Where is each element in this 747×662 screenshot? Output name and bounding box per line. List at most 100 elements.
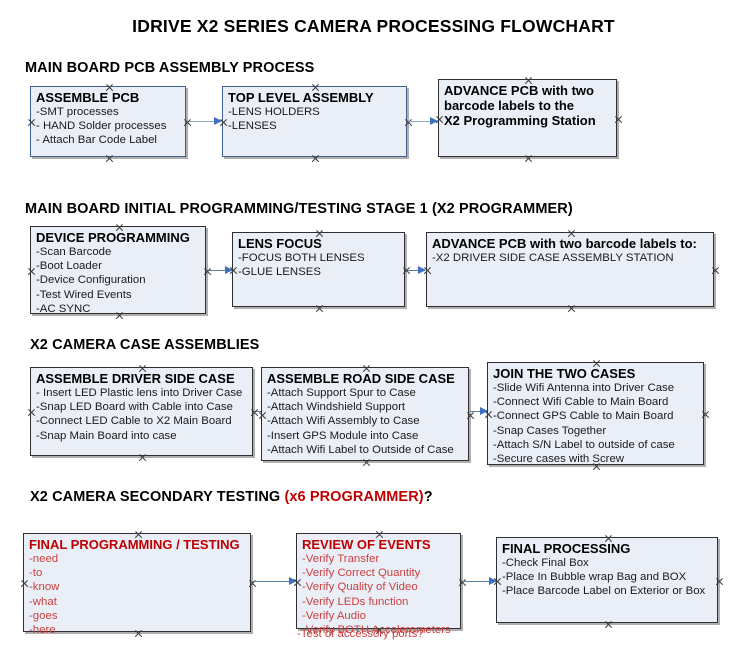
connector-assemble-pcb-to-top-level-assembly[interactable]	[189, 117, 222, 125]
arrowhead-icon	[489, 577, 497, 585]
resize-handle-left[interactable]	[27, 408, 36, 417]
node-line: -need	[29, 553, 59, 565]
node-line: -goes	[29, 609, 58, 622]
connector-line	[470, 411, 487, 413]
resize-handle-bottom[interactable]	[604, 620, 613, 629]
node-line: -Slide Wifi Antenna into Driver Case	[493, 382, 675, 394]
section-header-x2-camera-case-assemblies: X2 CAMERA CASE ASSEMBLIES	[30, 337, 260, 353]
resize-handle-right[interactable]	[715, 577, 724, 586]
node-line: -Attach S/N Label to outside of case	[493, 438, 675, 451]
node-line: - Attach Bar Code Label	[36, 134, 157, 147]
node-line: -LENS HOLDERS	[228, 106, 320, 118]
node-line: -Place Barcode Label on Exterior or Box	[502, 585, 706, 598]
connector-device-programming-to-lens-focus[interactable]	[209, 266, 233, 274]
node-join-the-two-cases[interactable]: JOIN THE TWO CASES -Slide Wifi Antenna i…	[487, 362, 704, 465]
node-line: -Attach Wifi Label to Outside of Case	[267, 443, 454, 456]
node-title-line2: barcode labels to the	[444, 98, 575, 113]
node-line: -Device Configuration	[36, 274, 146, 287]
resize-handle-left[interactable]	[27, 118, 36, 127]
section-header-suffix: ?	[423, 489, 433, 505]
section-header-accent: (x6 PROGRAMMER)	[284, 489, 424, 505]
resize-handle-right[interactable]	[711, 266, 720, 275]
node-lens-focus[interactable]: LENS FOCUS -FOCUS BOTH LENSES -GLUE LENS…	[232, 232, 405, 307]
node-title: FINAL PROGRAMMING / TESTING	[29, 537, 240, 552]
node-title: ADVANCE PCB with two barcode labels to:	[432, 236, 697, 251]
connector-line	[252, 581, 296, 583]
resize-handle-bottom[interactable]	[567, 304, 576, 313]
node-line: -Verify Quality of Video	[302, 581, 418, 594]
resize-handle-bottom[interactable]	[311, 154, 320, 163]
resize-handle-bottom[interactable]	[105, 154, 114, 163]
arrowhead-icon	[480, 407, 488, 415]
connector-line	[209, 270, 232, 272]
node-line: -SMT processes	[36, 106, 119, 118]
node-title: TOP LEVEL ASSEMBLY	[228, 90, 374, 105]
node-top-level-assembly[interactable]: TOP LEVEL ASSEMBLY -LENS HOLDERS -LENSES	[222, 86, 407, 157]
resize-handle-bottom[interactable]	[362, 458, 371, 467]
node-device-programming[interactable]: DEVICE PROGRAMMING -Scan Barcode -Boot L…	[27, 226, 206, 315]
resize-handle-left[interactable]	[27, 267, 36, 276]
node-line: -Connect LED Cable to X2 Main Board	[36, 415, 232, 428]
node-assemble-driver-side-case[interactable]: ASSEMBLE DRIVER SIDE CASE - Insert LED P…	[30, 367, 253, 456]
node-line: -Scan Barcode	[36, 246, 112, 258]
section-header-main-board-pcb-assembly: MAIN BOARD PCB ASSEMBLY PROCESS	[25, 60, 315, 76]
node-line: -FOCUS BOTH LENSES	[238, 252, 365, 264]
resize-handle-left[interactable]	[20, 579, 29, 588]
resize-handle-bottom[interactable]	[138, 453, 147, 462]
connector-road-side-to-join-cases[interactable]	[470, 407, 488, 415]
section-header-main-board-initial-programming: MAIN BOARD INITIAL PROGRAMMING/TESTING S…	[25, 201, 573, 217]
node-line: -Verify Correct Quantity	[302, 567, 421, 580]
connector-line	[463, 581, 496, 583]
node-advance-pcb-to-driver-side-case[interactable]: ADVANCE PCB with two barcode labels to: …	[426, 232, 714, 307]
node-line: -Insert GPS Module into Case	[267, 429, 419, 442]
node-assemble-road-side-case[interactable]: ASSEMBLE ROAD SIDE CASE -Attach Support …	[261, 367, 469, 461]
section-header-text: X2 CAMERA SECONDARY TESTING	[30, 489, 285, 505]
resize-handle-right[interactable]	[701, 410, 710, 419]
node-title: REVIEW OF EVENTS	[302, 537, 431, 552]
node-line: -what	[29, 595, 57, 608]
node-line: -Attach Wifi Assembly to Case	[267, 415, 420, 428]
node-line: -Secure cases with Screw	[493, 453, 625, 466]
resize-handle-right[interactable]	[614, 115, 623, 124]
node-line: -Verify LEDs function	[302, 595, 409, 608]
arrowhead-icon	[225, 266, 233, 274]
arrowhead-icon	[214, 117, 222, 125]
node-title: ASSEMBLE DRIVER SIDE CASE	[36, 371, 235, 386]
node-line: - Insert LED Plastic lens into Driver Ca…	[36, 387, 243, 399]
node-title: JOIN THE TWO CASES	[493, 366, 636, 381]
node-review-of-events[interactable]: REVIEW OF EVENTS -Verify Transfer -Verif…	[296, 533, 461, 636]
node-title: FINAL PROCESSING	[502, 541, 631, 556]
node-line: -Attach Windshield Support	[267, 401, 406, 414]
node-final-programming-testing[interactable]: FINAL PROGRAMMING / TESTING -need -to -k…	[20, 533, 251, 636]
node-overflow-line-review-of-events: -Test of accessory ports?	[297, 628, 424, 640]
node-line: -to	[29, 567, 43, 580]
arrowhead-icon	[289, 577, 297, 585]
section-header-x2-camera-secondary-testing: X2 CAMERA SECONDARY TESTING (x6 PROGRAMM…	[30, 489, 433, 505]
node-line: -Verify Transfer	[302, 553, 380, 565]
node-title-line3: X2 Programming Station	[444, 113, 596, 128]
resize-handle-bottom[interactable]	[315, 304, 324, 313]
node-line: -Check Final Box	[502, 557, 589, 569]
node-line: -Snap Cases Together	[493, 424, 607, 437]
node-line: -Verify BOTH Accelerometers	[302, 624, 451, 637]
node-advance-pcb-to-programming-station[interactable]: ADVANCE PCB with two barcode labels to t…	[438, 79, 617, 157]
node-line: -GLUE LENSES	[238, 266, 321, 279]
node-line: -X2 DRIVER SIDE CASE ASSEMBLY STATION	[432, 252, 674, 264]
node-line: -Connect Wifi Cable to Main Board	[493, 396, 669, 409]
node-line: -LENSES	[228, 120, 277, 133]
connector-review-of-events-to-final-processing[interactable]	[463, 577, 497, 585]
resize-handle-bottom[interactable]	[524, 154, 533, 163]
node-assemble-pcb[interactable]: ASSEMBLE PCB -SMT processes - HAND Solde…	[30, 86, 186, 157]
node-final-processing[interactable]: FINAL PROCESSING -Check Final Box -Place…	[496, 537, 718, 623]
connector-final-programming-to-review-of-events[interactable]	[252, 577, 297, 585]
connector-top-level-assembly-to-advance-pcb[interactable]	[409, 117, 438, 125]
node-line: -Place In Bubble wrap Bag and BOX	[502, 571, 687, 584]
connector-line	[409, 121, 437, 123]
node-line: -here	[29, 624, 56, 637]
page-title: IDRIVE X2 SERIES CAMERA PROCESSING FLOWC…	[132, 16, 615, 36]
node-line: -Connect GPS Cable to Main Board	[493, 410, 674, 423]
connector-lens-focus-to-advance-pcb[interactable]	[407, 266, 426, 274]
node-title: ASSEMBLE PCB	[36, 90, 140, 105]
connector-line	[189, 121, 221, 123]
